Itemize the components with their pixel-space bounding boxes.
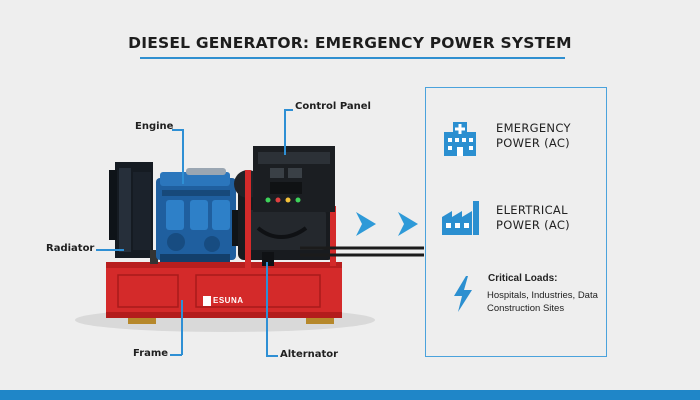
leader-line-alternator-rise	[266, 262, 268, 356]
callout-frame: Frame	[133, 348, 169, 359]
lightning-icon	[454, 276, 472, 312]
output-panel	[425, 87, 607, 357]
callout-control-panel: Control Panel	[295, 101, 371, 112]
leader-line-frame-rise	[181, 300, 183, 355]
radiator	[109, 162, 158, 264]
electrical-power-label: ELERTRICAL POWER (AC)	[496, 203, 570, 233]
leader-line-engine	[172, 129, 182, 131]
factory-icon	[442, 201, 479, 235]
leader-line-alternator	[266, 355, 278, 357]
leader-line-frame	[170, 354, 182, 356]
emergency-power-line2: POWER (AC)	[496, 136, 570, 150]
brand-text: ESUNA	[213, 296, 244, 305]
flow-arrow-2	[398, 212, 418, 236]
critical-loads-title: Critical Loads:	[488, 273, 558, 284]
flow-arrow-1	[356, 212, 376, 236]
bottom-accent-bar	[0, 390, 700, 400]
callout-alternator: Alternator	[280, 349, 339, 360]
page-title: DIESEL GENERATOR: EMERGENCY POWER SYSTEM	[128, 34, 572, 52]
leader-line-control-panel	[284, 109, 293, 111]
brand-badge	[203, 296, 211, 306]
callout-engine: Engine	[135, 121, 174, 132]
title-underline	[140, 57, 565, 59]
electrical-power-line2: POWER (AC)	[496, 218, 570, 232]
leader-line-engine-drop	[182, 129, 184, 184]
callout-radiator: Radiator	[46, 243, 95, 254]
leader-line-radiator	[96, 249, 124, 251]
electrical-power-line1: ELERTRICAL	[496, 203, 568, 217]
frame	[106, 262, 342, 324]
emergency-power-label: EMERGENCY POWER (AC)	[496, 121, 571, 151]
hospital-icon	[444, 122, 476, 156]
engine	[156, 168, 240, 262]
emergency-power-line1: EMERGENCY	[496, 121, 571, 135]
critical-loads-description: Hospitals, Industries, Data Construction…	[487, 290, 598, 314]
control-panel-box	[253, 146, 335, 212]
leader-line-control-panel-drop	[284, 109, 286, 155]
